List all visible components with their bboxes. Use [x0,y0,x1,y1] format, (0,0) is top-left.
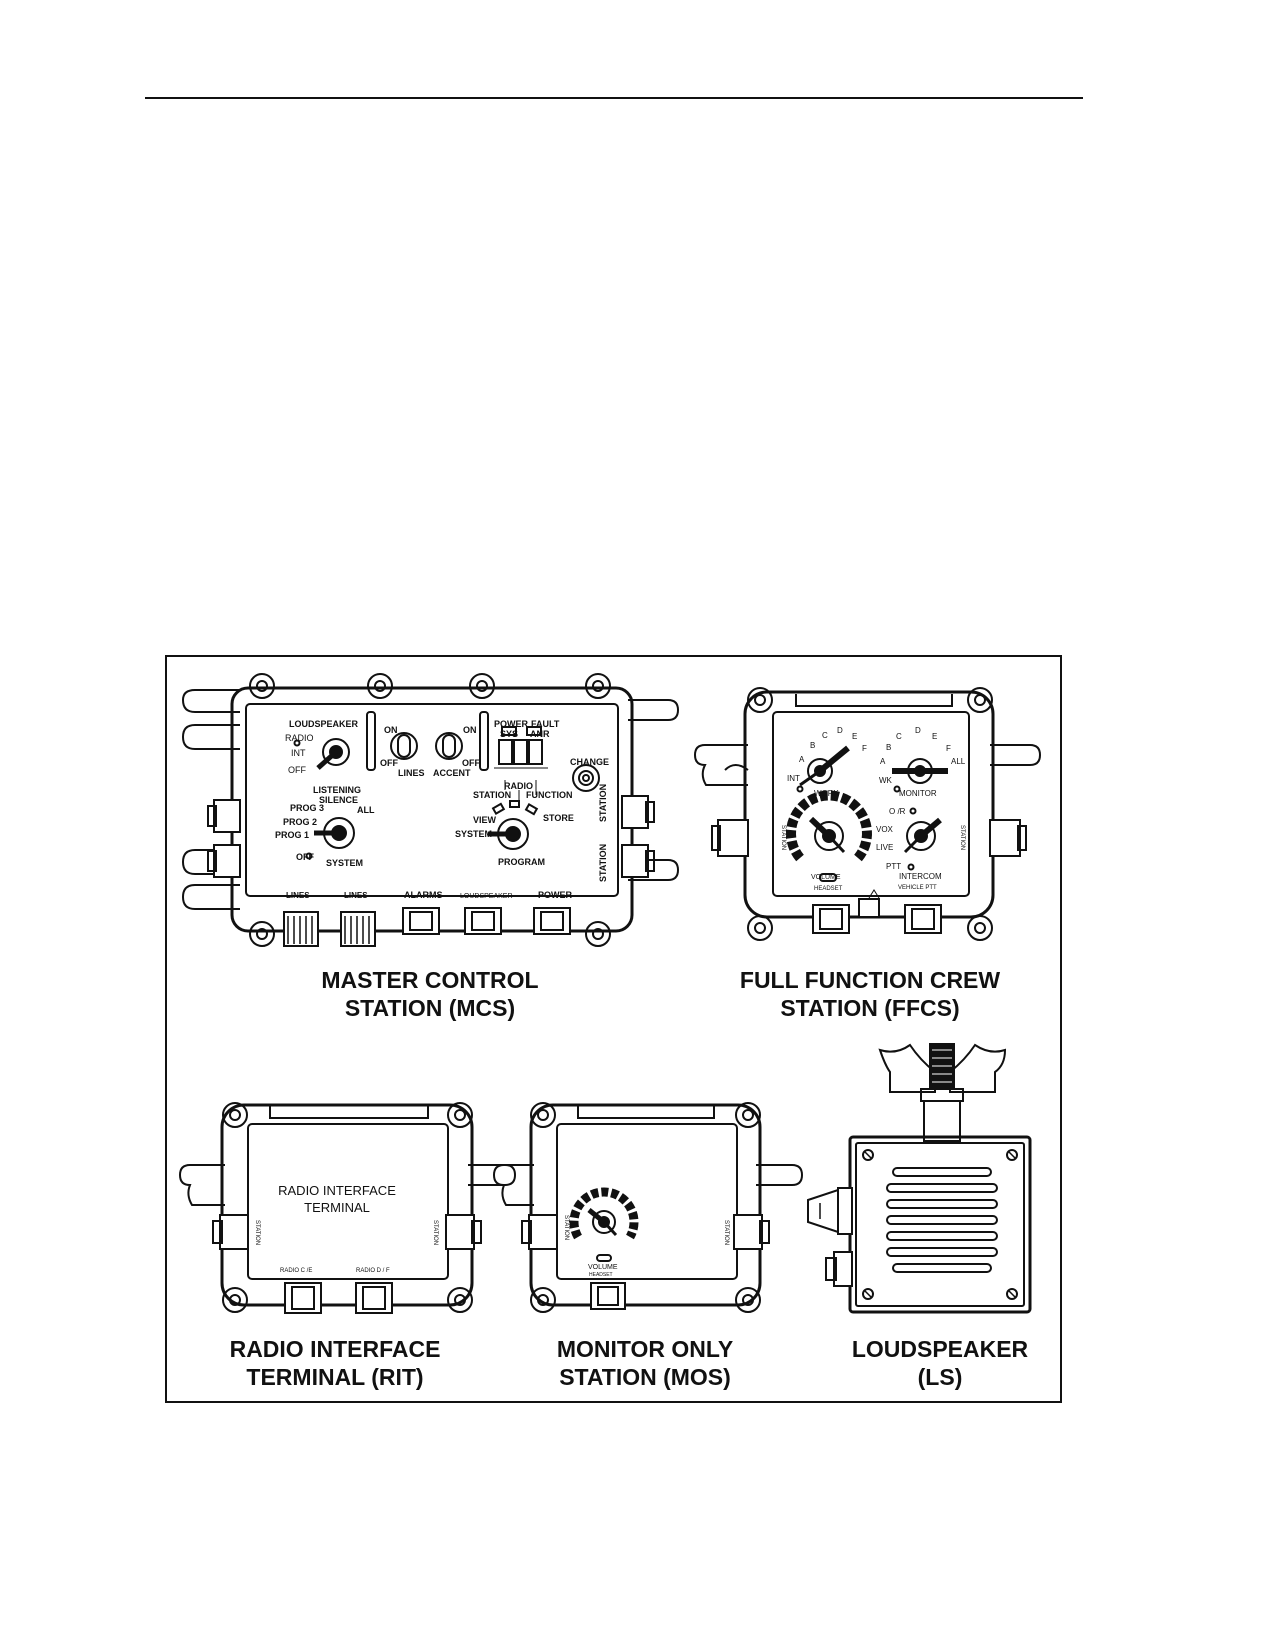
mcs-int-label: INT [291,748,306,758]
ffcs-caption: FULL FUNCTION CREW STATION (FFCS) [739,967,1001,1021]
mcs-system-position-label: SYSTEM [455,829,492,839]
mcs-station-right-upper-label: STATION [598,784,608,822]
mcs-prog2-label: PROG 2 [283,817,317,827]
ffcs-monitor-d-label: D [915,726,921,735]
ls-unit [807,1043,1032,1314]
ffcs-monitor-c-label: C [896,732,902,741]
mcs-off2-label: OFF [462,758,480,768]
rit-unit [178,1102,517,1314]
mcs-station-button-label: STATION [473,790,511,800]
ls-caption: LOUDSPEAKER (LS) [851,1336,1029,1390]
mcs-fault-label: FAULT [531,719,560,729]
figure-frame [165,655,1062,1403]
mcs-connector-loudspeaker-label: LOUDSPEAKER [460,893,513,900]
rit-radio-df-label: RADIO D / F [356,1268,390,1274]
mos-headset-label: HEADSET [589,1272,613,1278]
mcs-accent-label: ACCENT [433,768,471,778]
mos-caption: MONITOR ONLY STATION (MOS) [556,1336,734,1390]
ffcs-intercom-label: INTERCOM [899,872,942,881]
ffcs-headset-label: HEADSET [814,886,843,892]
ffcs-work-b-label: B [810,741,815,750]
ffcs-station-right-label: STATION [959,825,965,850]
ffcs-monitor-b-label: B [886,743,891,752]
ffcs-ptt-label: PTT [886,862,901,871]
mcs-silence-label: SILENCE [319,795,358,805]
mcs-store-label: STORE [543,813,574,823]
ffcs-station-left-label: STATION [780,825,786,850]
mcs-connector-power-label: POWER [538,890,573,900]
mcs-prog1-label: PROG 1 [275,830,309,840]
ffcs-monitor-label: MONITOR [899,789,937,798]
ffcs-work-e-label: E [852,732,857,741]
mos-station-left-label: STATION [563,1215,569,1240]
mcs-station-right-lower-label: STATION [598,844,608,882]
mos-station-right-label: STATION [723,1220,729,1245]
rit-station-left-label: STATION [254,1220,260,1245]
mos-volume-label: VOLUME [588,1264,618,1271]
mcs-program-label: PROGRAM [498,857,545,867]
mcs-prog3-label: PROG 3 [290,803,324,813]
ffcs-monitor-f-label: F [946,744,951,753]
mcs-listening-label: LISTENING [313,785,361,795]
mcs-off1-label: OFF [380,758,398,768]
mcs-connector-lines-2-label: LINES [344,891,368,900]
mcs-all-label: ALL [357,805,375,815]
mcs-on1-label: ON [384,725,398,735]
rit-caption: RADIO INTERFACE TERMINAL (RIT) [229,1336,441,1390]
rit-radio-ce-label: RADIO C /E [280,1268,312,1274]
mcs-system-label: SYSTEM [326,858,363,868]
mcs-anr-label: ANR [530,729,550,739]
ffcs-work-c-label: C [822,731,828,740]
ffcs-volume-label: VOLUME [811,874,841,881]
ffcs-live-label: LIVE [876,843,893,852]
ffcs-all-label: ALL [951,757,966,766]
ffcs-work-d-label: D [837,726,843,735]
ffcs-or-label: O /R [889,807,906,816]
ffcs-unit [693,687,1042,941]
mcs-loudspeaker-label: LOUDSPEAKER [289,719,359,729]
mcs-connector-alarms-label: ALARMS [404,890,443,900]
mcs-caption: MASTER CONTROL STATION (MCS) [321,967,539,1021]
ffcs-int-label: INT [787,774,800,783]
rit-panel-text-line1: RADIO INTERFACE [278,1183,396,1198]
ffcs-monitor-e-label: E [932,732,937,741]
mcs-off-label: OFF [288,765,306,775]
mcs-sys-label: SYS [500,729,518,739]
rit-panel-text-line2: TERMINAL [304,1200,370,1215]
mcs-connector-lines-1-label: LINES [286,891,310,900]
ffcs-vox-label: VOX [876,825,894,834]
mcs-radio-label: RADIO [285,733,314,743]
mcs-power-label: POWER [494,719,529,729]
mcs-lines-switch-label: LINES [398,768,425,778]
mcs-unit [181,673,680,947]
mcs-view-label: VIEW [473,815,497,825]
mos-unit [492,1102,804,1313]
ffcs-wk-label: WK [879,776,893,785]
ffcs-work-f-label: F [862,744,867,753]
mcs-off3-label: OFF [296,852,314,862]
header-rule [145,97,1083,99]
ffcs-vehicle-ptt-label: VEHICLE PTT [898,885,937,891]
mcs-radio-button-label: RADIO [504,781,533,791]
ffcs-work-a-label: A [799,755,805,764]
mcs-function-button-label: FUNCTION [526,790,573,800]
mcs-change-label: CHANGE [570,757,609,767]
ffcs-work-label: WORK [814,789,840,798]
mcs-on2-label: ON [463,725,477,735]
rit-station-right-label: STATION [432,1220,438,1245]
ffcs-monitor-a-label: A [880,757,886,766]
